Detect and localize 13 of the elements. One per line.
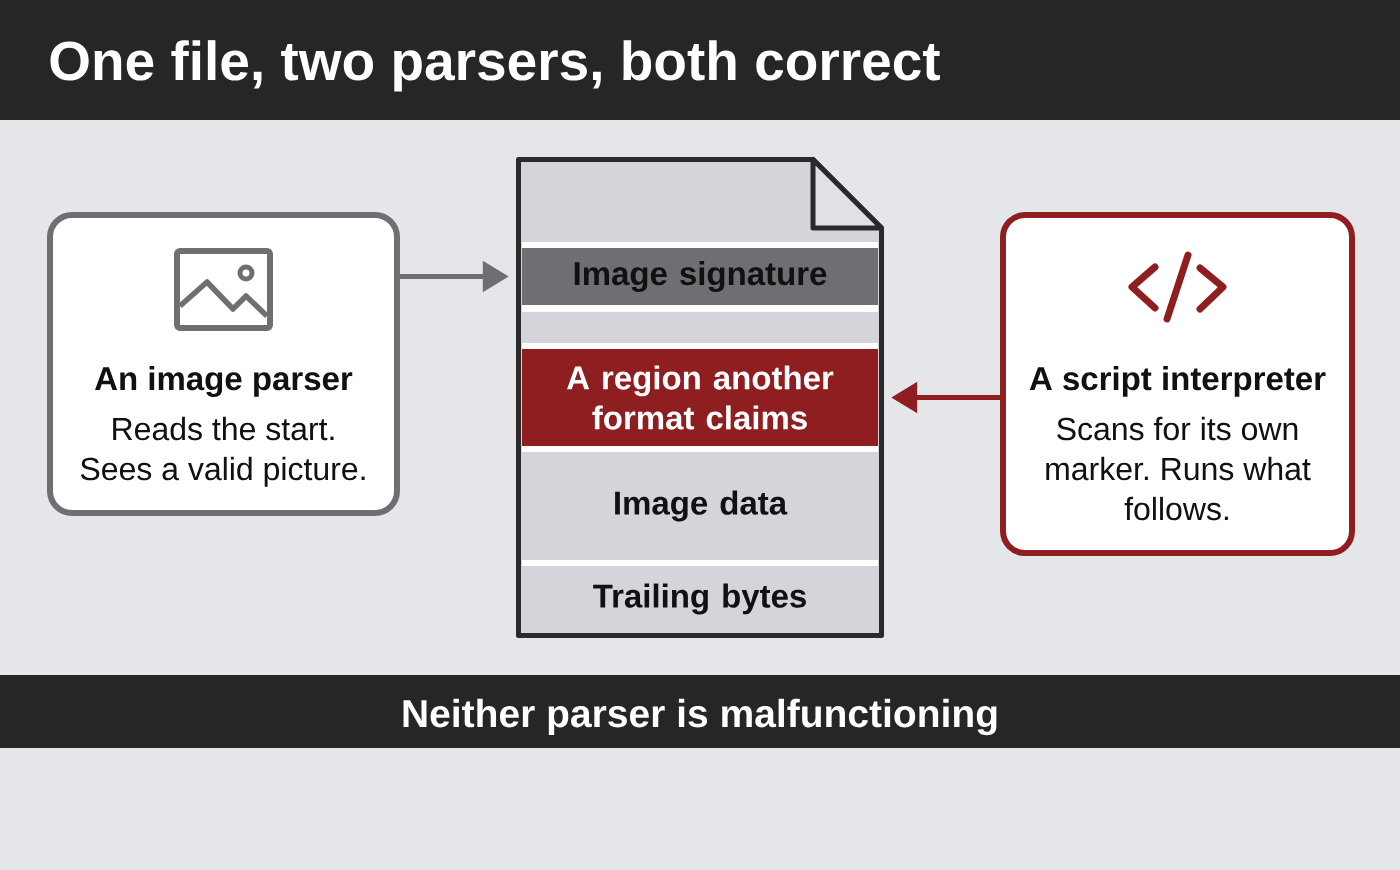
description: Reads the start. Sees a valid picture. — [80, 416, 365, 487]
file-section: Trailing bytes — [522, 566, 878, 632]
file-section — [522, 312, 878, 343]
file-section: Image signature — [522, 248, 878, 305]
file-section: Image data — [522, 452, 878, 560]
title-bar: One file, two parsers, both correct — [0, 0, 1400, 120]
card — [1000, 212, 1355, 556]
heading: An image parser — [95, 366, 353, 397]
file-section: A region another format claims — [522, 349, 878, 446]
description: Scans for its own marker. Runs what follows. — [1046, 416, 1311, 521]
heading: A script interpreter — [1029, 366, 1326, 397]
card — [47, 212, 400, 516]
caption-bar: Neither parser is malfunctioning — [0, 675, 1400, 748]
